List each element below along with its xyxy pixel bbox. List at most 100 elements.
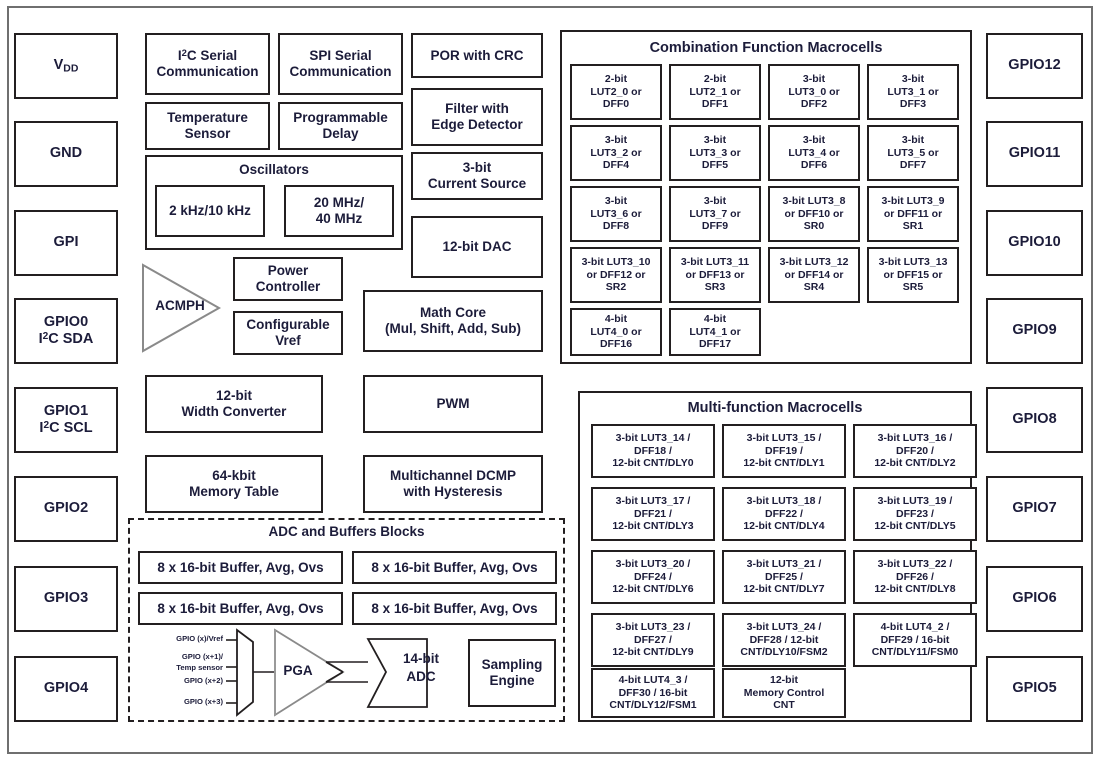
multifunction-cell-9[interactable]: 3-bit LUT3_23 / DFF27 / 12-bit CNT/DLY9 (591, 613, 715, 667)
pin-gnd-label: GND (49, 145, 83, 162)
combination-cell-13[interactable]: 3-bit LUT3_11 or DFF13 or SR3 (669, 247, 761, 303)
multifunction-cell-7[interactable]: 3-bit LUT3_21 / DFF25 / 12-bit CNT/DLY7 (722, 550, 846, 604)
power-controller-line2: Controller (255, 279, 321, 294)
pin-gpio4[interactable]: GPIO4 (14, 656, 118, 722)
pin-gpio5[interactable]: GPIO5 (986, 656, 1083, 722)
power-controller-block[interactable]: Power Controller (233, 257, 343, 301)
pin-gnd[interactable]: GND (14, 121, 118, 187)
pin-gpio3[interactable]: GPIO3 (14, 566, 118, 632)
combination-cell-15[interactable]: 3-bit LUT3_13 or DFF15 or SR5 (867, 247, 959, 303)
combination-cell-1[interactable]: 2-bit LUT2_1 or DFF1 (669, 64, 761, 120)
adc-core-label: 14-bit ADC (380, 650, 462, 685)
configurable-vref-line1: Configurable (246, 317, 330, 333)
por-with-crc-block[interactable]: POR with CRC (411, 33, 543, 78)
temperature-sensor-block[interactable]: Temperature Sensor (145, 102, 270, 150)
combination-cell-16[interactable]: 4-bit LUT4_0 or DFF16 (570, 308, 662, 356)
width-converter-block[interactable]: 12-bit Width Converter (145, 375, 323, 433)
combination-cell-10[interactable]: 3-bit LUT3_8 or DFF10 or SR0 (768, 186, 860, 242)
multifunction-cell-8[interactable]: 3-bit LUT3_22 / DFF26 / 12-bit CNT/DLY8 (853, 550, 977, 604)
adc-buffer-3[interactable]: 8 x 16-bit Buffer, Avg, Ovs (352, 592, 557, 625)
multifunction-cell-5[interactable]: 3-bit LUT3_19 / DFF23 / 12-bit CNT/DLY5 (853, 487, 977, 541)
pin-gpio3-label: GPIO3 (43, 590, 89, 607)
combination-cell-6[interactable]: 3-bit LUT3_4 or DFF6 (768, 125, 860, 181)
multifunction-cell-11[interactable]: 4-bit LUT4_2 / DFF29 / 16-bit CNT/DLY11/… (853, 613, 977, 667)
width-converter-line2: Width Converter (181, 404, 287, 419)
math-core-block[interactable]: Math Core (Mul, Shift, Add, Sub) (363, 290, 543, 352)
current-source-line2: Current Source (427, 176, 527, 191)
memory-table-block[interactable]: 64-kbit Memory Table (145, 455, 323, 513)
oscillator-high-freq-block[interactable]: 20 MHz/ 40 MHz (284, 185, 394, 237)
adc-buffer-0[interactable]: 8 x 16-bit Buffer, Avg, Ovs (138, 551, 343, 584)
combination-cell-8[interactable]: 3-bit LUT3_6 or DFF8 (570, 186, 662, 242)
pin-gpio6[interactable]: GPIO6 (986, 566, 1083, 632)
pin-gpio0[interactable]: GPIO0 I2C SDA (14, 298, 118, 364)
configurable-vref-line2: Vref (275, 333, 301, 348)
acmph-comparator[interactable] (140, 262, 222, 354)
combination-cell-5[interactable]: 3-bit LUT3_3 or DFF5 (669, 125, 761, 181)
pga-label: PGA (283, 663, 313, 678)
dcmp-block[interactable]: Multichannel DCMP with Hysteresis (363, 455, 543, 513)
pin-gpi-label: GPI (53, 234, 79, 251)
pin-gpio7[interactable]: GPIO7 (986, 476, 1083, 542)
mux-input-label-4: GPIO (x+3) (183, 697, 223, 706)
combination-cell-7[interactable]: 3-bit LUT3_5 or DFF7 (867, 125, 959, 181)
combination-cell-14[interactable]: 3-bit LUT3_12 or DFF14 or SR4 (768, 247, 860, 303)
multifunction-cell-4[interactable]: 3-bit LUT3_18 / DFF22 / 12-bit CNT/DLY4 (722, 487, 846, 541)
pin-gpio1[interactable]: GPIO1 I2C SCL (14, 387, 118, 453)
pwm-block[interactable]: PWM (363, 375, 543, 433)
sampling-engine-line1: Sampling (481, 657, 543, 673)
combination-cell-0[interactable]: 2-bit LUT2_0 or DFF0 (570, 64, 662, 120)
math-core-line1: Math Core (419, 305, 486, 321)
pin-gpio2[interactable]: GPIO2 (14, 476, 118, 542)
combination-cell-17[interactable]: 4-bit LUT4_1 or DFF17 (669, 308, 761, 356)
multifunction-cell-0[interactable]: 3-bit LUT3_14 / DFF18 / 12-bit CNT/DLY0 (591, 424, 715, 478)
pin-gpio9[interactable]: GPIO9 (986, 298, 1083, 364)
spi-serial-communication-block[interactable]: SPI Serial Communication (278, 33, 403, 95)
multifunction-cell-10[interactable]: 3-bit LUT3_24 / DFF28 / 12-bit CNT/DLY10… (722, 613, 846, 667)
combination-cell-12[interactable]: 3-bit LUT3_10 or DFF12 or SR2 (570, 247, 662, 303)
sampling-engine-block[interactable]: Sampling Engine (468, 639, 556, 707)
pin-vdd[interactable]: VDD (14, 33, 118, 99)
power-controller-line1: Power (267, 263, 309, 279)
combination-cell-9[interactable]: 3-bit LUT3_7 or DFF9 (669, 186, 761, 242)
multifunction-cell-1[interactable]: 3-bit LUT3_15 / DFF19 / 12-bit CNT/DLY1 (722, 424, 846, 478)
adc-and-buffers-title: ADC and Buffers Blocks (268, 524, 425, 539)
dcmp-line2: with Hysteresis (403, 484, 503, 499)
multifunction-cell-6[interactable]: 3-bit LUT3_20 / DFF24 / 12-bit CNT/DLY6 (591, 550, 715, 604)
combination-cell-2[interactable]: 3-bit LUT3_0 or DFF2 (768, 64, 860, 120)
mux-input-label-3: GPIO (x+2) (183, 676, 223, 685)
i2c-serial-communication-block[interactable]: I2C Serial Communication (145, 33, 270, 95)
adc-buffer-2[interactable]: 8 x 16-bit Buffer, Avg, Ovs (138, 592, 343, 625)
current-source-line1: 3-bit (462, 160, 492, 176)
multifunction-cell-3[interactable]: 3-bit LUT3_17 / DFF21 / 12-bit CNT/DLY3 (591, 487, 715, 541)
filter-line1: Filter with (445, 101, 509, 117)
pin-vdd-label: VDD (53, 56, 79, 74)
pin-gpio10[interactable]: GPIO10 (986, 210, 1083, 276)
combination-cell-4[interactable]: 3-bit LUT3_2 or DFF4 (570, 125, 662, 181)
pin-gpio12[interactable]: GPIO12 (986, 33, 1083, 99)
configurable-vref-block[interactable]: Configurable Vref (233, 311, 343, 355)
multifunction-cell-13[interactable]: 12-bit Memory Control CNT (722, 668, 846, 718)
multifunction-cell-2[interactable]: 3-bit LUT3_16 / DFF20 / 12-bit CNT/DLY2 (853, 424, 977, 478)
temp-sensor-line1: Temperature (167, 110, 248, 126)
pin-gpio11[interactable]: GPIO11 (986, 121, 1083, 187)
current-source-block[interactable]: 3-bit Current Source (411, 152, 543, 200)
combination-cell-11[interactable]: 3-bit LUT3_9 or DFF11 or SR1 (867, 186, 959, 242)
oscillator-low-freq-block[interactable]: 2 kHz/10 kHz (155, 185, 265, 237)
mux-input-label-1: GPIO (x+1)/ (181, 652, 223, 661)
pin-gpio8[interactable]: GPIO8 (986, 387, 1083, 453)
pin-gpi[interactable]: GPI (14, 210, 118, 276)
adc-buffer-1[interactable]: 8 x 16-bit Buffer, Avg, Ovs (352, 551, 557, 584)
temp-sensor-line2: Sensor (184, 126, 231, 141)
chip-outline (7, 6, 1093, 754)
programmable-delay-block[interactable]: Programmable Delay (278, 102, 403, 150)
multifunction-cell-12[interactable]: 4-bit LUT4_3 / DFF30 / 16-bit CNT/DLY12/… (591, 668, 715, 718)
adc-signal-path (226, 628, 428, 717)
filter-with-edge-detector-block[interactable]: Filter with Edge Detector (411, 88, 543, 146)
combination-cell-3[interactable]: 3-bit LUT3_1 or DFF3 (867, 64, 959, 120)
dac-block[interactable]: 12-bit DAC (411, 216, 543, 278)
multifunction-macrocells-title: Multi-function Macrocells (687, 400, 863, 416)
mux-input-label-2: Temp sensor (176, 663, 223, 672)
filter-line2: Edge Detector (431, 117, 523, 132)
pin-gpio1-label: GPIO1 (43, 402, 89, 419)
